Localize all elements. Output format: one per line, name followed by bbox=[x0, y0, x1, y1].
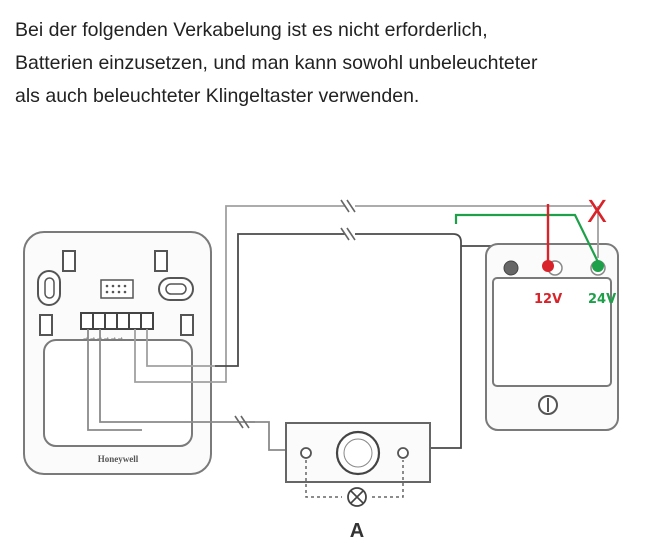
doorbell-label: A bbox=[350, 520, 364, 542]
label-24v: 24V bbox=[588, 292, 616, 307]
green-wire-24v bbox=[454, 213, 599, 263]
red-dot-12v bbox=[542, 260, 554, 272]
terminal-label: → → → → → → bbox=[83, 335, 123, 342]
doorbell-button: A bbox=[285, 422, 431, 542]
intro-line-3: als auch beleuchteter Klingeltaster verw… bbox=[15, 85, 420, 107]
receiver-jumper bbox=[100, 279, 134, 299]
receiver-slot bbox=[39, 314, 53, 336]
wire-break-marks bbox=[234, 199, 356, 429]
doorbell-contact bbox=[300, 447, 312, 459]
receiver-slot bbox=[62, 250, 76, 272]
voltage-annotations: X 12V 24V bbox=[454, 195, 616, 307]
receiver-unit: → → → → → → Honeywell bbox=[23, 231, 212, 475]
receiver-internal-wires bbox=[87, 205, 345, 431]
intro-line-2: Batterien einzusetzen, und man kann sowo… bbox=[15, 52, 538, 74]
transformer-wires bbox=[249, 205, 592, 451]
label-12v: 12V bbox=[534, 292, 562, 307]
green-dot-24v bbox=[592, 260, 604, 272]
transformer-unit bbox=[485, 243, 619, 431]
receiver-slot bbox=[180, 314, 194, 336]
transformer-terminal-common bbox=[503, 260, 519, 276]
intro-text: Bei der folgenden Verkabelung ist es nic… bbox=[15, 14, 635, 113]
receiver-terminal-block bbox=[80, 312, 154, 330]
receiver-brand-logo: Honeywell bbox=[98, 454, 139, 464]
doorbell-contact bbox=[397, 447, 409, 459]
intro-line-1: Bei der folgenden Verkabelung ist es nic… bbox=[15, 19, 488, 41]
receiver-slot bbox=[154, 250, 168, 272]
cross-mark: X bbox=[587, 195, 608, 230]
